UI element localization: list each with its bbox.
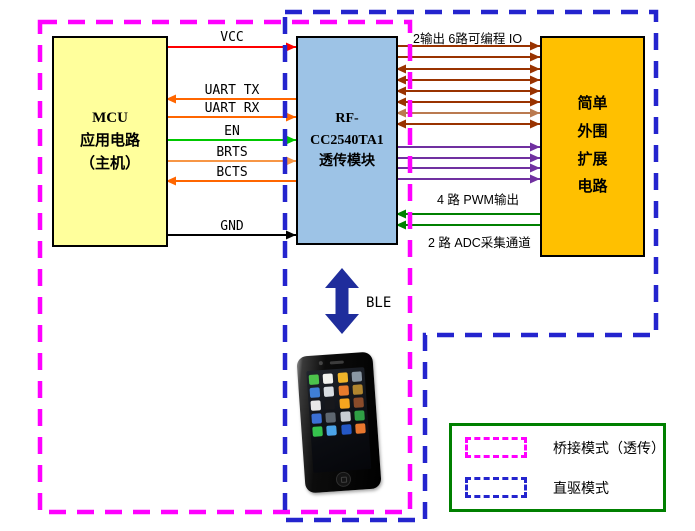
direct-mode-region-outline xyxy=(282,9,659,523)
phone-app-icon xyxy=(340,424,352,435)
phone-app-icon xyxy=(353,397,364,408)
phone-app-icon xyxy=(326,425,338,436)
wire-label-en: EN xyxy=(224,124,240,139)
phone-home-button-icon xyxy=(335,471,352,488)
pwm-group-label: 4 路 PWM输出 xyxy=(437,193,519,207)
arrowhead-left-icon xyxy=(396,108,406,118)
phone-camera-icon xyxy=(318,360,323,366)
legend-item-direct-mode: 直驱模式 xyxy=(465,477,609,498)
arrowhead-right-icon xyxy=(286,156,296,166)
rf-title-3: 透传模块 xyxy=(319,154,375,170)
wire-label-brts: BRTS xyxy=(216,145,248,160)
phone-app-icon xyxy=(351,371,362,382)
arrowhead-right-icon xyxy=(530,64,540,74)
legend-item-bridge-mode: 桥接模式（透传） xyxy=(465,437,665,458)
arrowhead-left-icon xyxy=(396,220,406,230)
phone-app-icon xyxy=(322,373,334,384)
bridge-mode-region-outline xyxy=(37,19,413,515)
phone-app-icon xyxy=(352,384,363,395)
peripheral-line-3: 扩展 xyxy=(577,151,608,168)
phone-app-icons xyxy=(308,371,367,437)
phone-app-icon xyxy=(337,385,349,396)
wire-label-uart-tx: UART TX xyxy=(204,83,260,98)
arrowhead-right-icon xyxy=(530,153,540,163)
legend-box: 桥接模式（透传） 直驱模式 xyxy=(449,423,666,512)
peripheral-line-1: 简单 xyxy=(577,96,608,112)
arrowhead-right-icon xyxy=(530,97,540,107)
arrowhead-right-icon xyxy=(286,230,296,240)
rf-title-2: CC2540TA1 xyxy=(310,132,384,148)
phone-app-icon xyxy=(338,398,350,409)
phone-app-icon xyxy=(354,423,366,434)
arrowhead-right-icon xyxy=(530,142,540,152)
arrowhead-right-icon xyxy=(530,41,540,51)
rf-title-1: RF- xyxy=(335,110,359,126)
peripheral-block: 简单 外围 扩展 电路 xyxy=(540,36,645,257)
arrowhead-left-icon xyxy=(396,209,406,219)
arrowhead-right-icon xyxy=(530,52,540,62)
phone-app-icon xyxy=(353,410,365,421)
rf-module-block: RF- CC2540TA1 透传模块 xyxy=(296,36,398,245)
phone-app-icon xyxy=(311,413,323,424)
wire-label-bcts: BCTS xyxy=(216,165,248,180)
bridge-mode-dashed-swatch xyxy=(465,437,527,458)
direct-mode-label: 直驱模式 xyxy=(553,479,609,496)
wire-label-gnd: GND xyxy=(220,219,244,234)
phone-app-icon xyxy=(324,399,336,410)
arrowhead-right-icon xyxy=(530,163,540,173)
arrowhead-left-icon xyxy=(396,97,406,107)
arrowhead-right-icon xyxy=(286,42,296,52)
arrowhead-right-icon xyxy=(530,174,540,184)
wire-label-uart-rx: UART RX xyxy=(204,101,260,116)
arrowhead-left-icon xyxy=(166,176,176,186)
phone-app-icon xyxy=(310,400,322,411)
bridge-mode-label: 桥接模式（透传） xyxy=(553,439,665,456)
arrowhead-right-icon xyxy=(530,75,540,85)
wire-label-vcc: VCC xyxy=(220,30,244,45)
arrowhead-right-icon xyxy=(530,86,540,96)
arrowhead-left-icon xyxy=(396,119,406,129)
mcu-title: MCU xyxy=(92,109,128,126)
arrowhead-left-icon xyxy=(166,94,176,104)
arrowhead-right-icon xyxy=(530,108,540,118)
peripheral-line-2: 外围 xyxy=(577,123,608,140)
phone-app-icon xyxy=(337,372,348,383)
arrowhead-left-icon xyxy=(396,75,406,85)
io-group-label: 2输出 6路可编程 IO xyxy=(413,32,523,46)
adc-group-label: 2 路 ADC采集通道 xyxy=(428,236,531,250)
ble-label: BLE xyxy=(366,295,392,311)
iphone-image xyxy=(296,351,382,494)
phone-app-icon xyxy=(323,386,335,397)
phone-app-icon xyxy=(308,374,320,385)
phone-screen xyxy=(306,367,372,473)
arrowhead-right-icon xyxy=(530,119,540,129)
phone-speaker-icon xyxy=(329,360,344,365)
mcu-role: （主机） xyxy=(79,156,140,173)
arrowhead-left-icon xyxy=(396,64,406,74)
arrowhead-right-icon xyxy=(286,135,296,145)
ble-double-arrow-icon xyxy=(325,268,359,334)
phone-app-icon xyxy=(339,411,351,422)
mcu-block: MCU 应用电路 （主机） xyxy=(52,36,168,247)
peripheral-line-4: 电路 xyxy=(577,179,608,196)
phone-app-icon xyxy=(325,412,337,423)
arrowhead-left-icon xyxy=(396,86,406,96)
direct-mode-dashed-swatch xyxy=(465,477,527,498)
arrowhead-right-icon xyxy=(286,112,296,122)
mcu-subtitle: 应用电路 xyxy=(79,132,140,149)
phone-app-icon xyxy=(309,387,321,398)
phone-app-icon xyxy=(312,426,323,437)
